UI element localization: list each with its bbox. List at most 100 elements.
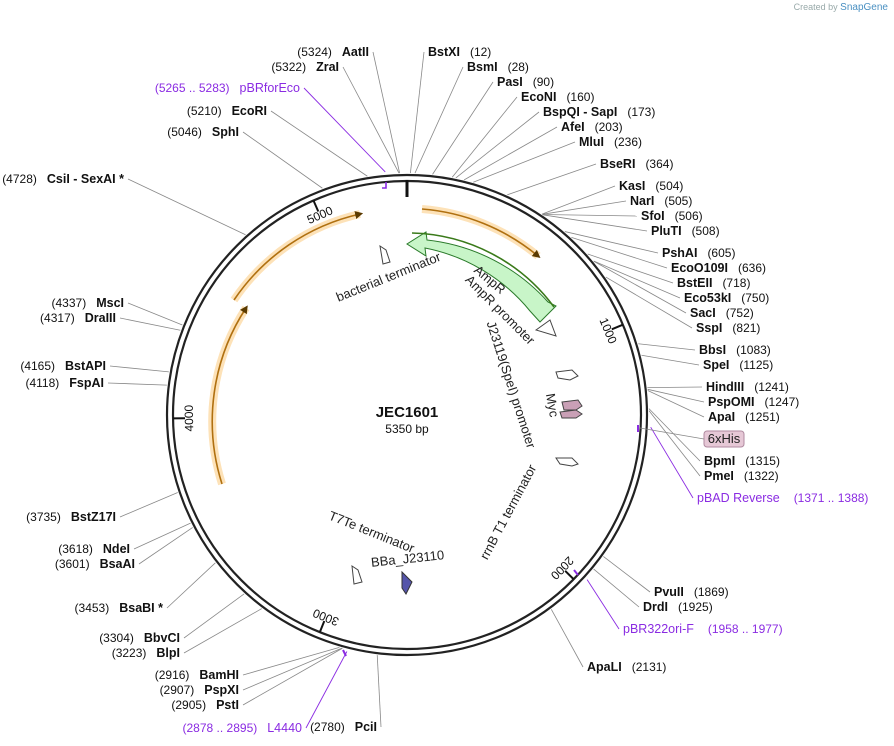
site-name: PshAI: [662, 246, 697, 260]
site-position: (3453): [75, 601, 110, 615]
tick-mark-2000: [564, 570, 575, 580]
leader-line: [242, 131, 323, 189]
restriction-site-label: BstEII(718): [677, 276, 750, 290]
site-name: BspQI - SapI: [543, 105, 617, 119]
site-name: PluTI: [651, 224, 682, 238]
primer-name: L4440: [267, 721, 302, 735]
site-name: CsiI - SexAI *: [47, 172, 124, 186]
site-position: (173): [627, 105, 655, 119]
site-position: (3223): [112, 646, 147, 660]
restriction-site-label: MluI(236): [579, 135, 642, 149]
restriction-site-label: KasI(504): [619, 179, 683, 193]
site-position: (3735): [26, 510, 61, 524]
site-name: SacI: [690, 306, 716, 320]
restriction-site-label: PspOMI(1247): [708, 395, 799, 409]
leader-line: [638, 343, 696, 351]
primer-name: pBR322ori-F: [623, 622, 694, 636]
site-position: (505): [664, 194, 692, 208]
site-name: NdeI: [103, 542, 130, 556]
leader-line: [410, 51, 425, 174]
site-name: BbvCI: [144, 631, 180, 645]
site-position: (1247): [765, 395, 800, 409]
primer-name: pBAD Reverse: [697, 491, 780, 505]
leader-line: [603, 556, 651, 593]
primer-mark-pbr322: [573, 569, 579, 576]
site-position: (1925): [678, 600, 713, 614]
site-position: (1869): [694, 585, 729, 599]
site-name: SfoI: [641, 209, 665, 223]
myc-tag-glyph: [561, 399, 583, 411]
leader-line: [119, 317, 181, 331]
leader-line: [109, 365, 169, 373]
leader-line: [647, 390, 705, 418]
primer-position: (5265 .. 5283): [155, 81, 230, 95]
site-position: (3618): [58, 542, 93, 556]
site-name: BsmI: [467, 60, 498, 74]
tick-label-1000: 1000: [596, 316, 619, 346]
leader-line: [376, 655, 382, 728]
leader-line: [541, 185, 616, 215]
leader-line: [342, 66, 400, 174]
tick-mark-1000: [611, 323, 624, 331]
his-tag-label: 6xHis: [708, 431, 741, 446]
leader-line: [270, 110, 368, 177]
site-name: DrdI: [643, 600, 668, 614]
site-position: (2916): [155, 668, 190, 682]
restriction-site-label: ApaLI(2131): [587, 660, 666, 674]
site-position: (821): [732, 321, 760, 335]
primer-position: (1371 .. 1388): [794, 491, 869, 505]
bba-j23110-glyph: [401, 570, 413, 595]
site-name: BseRI: [600, 157, 635, 171]
site-name: Eco53kI: [684, 291, 731, 305]
site-name: PstI: [216, 698, 239, 712]
site-position: (508): [692, 224, 720, 238]
site-name: BbsI: [699, 343, 726, 357]
primer-position: (2878 .. 2895): [183, 721, 258, 735]
restriction-site-label: (5210)EcoRI: [187, 104, 267, 118]
ampr-orf-line: [411, 232, 555, 308]
restriction-site-label: (4165)BstAPI: [20, 359, 106, 373]
primer-leader: [305, 651, 348, 729]
restriction-site-label: (5322)ZraI: [271, 60, 339, 74]
leader-line: [550, 609, 584, 668]
orf-arc-left-lower-line: [211, 305, 248, 485]
site-name: EcoO109I: [671, 261, 728, 275]
site-position: (4728): [2, 172, 37, 186]
tick-mark-5000: [312, 200, 320, 212]
site-position: (2907): [160, 683, 195, 697]
leader-line: [463, 126, 558, 181]
restriction-site-label: (3304)BbvCI: [99, 631, 180, 645]
restriction-site-label: BbsI(1083): [699, 343, 771, 357]
restriction-site-label: EcoNI (160): [521, 90, 594, 104]
site-position: (1315): [745, 454, 780, 468]
restriction-site-label: BpmI(1315): [704, 454, 780, 468]
leader-line: [242, 646, 340, 676]
site-position: (636): [738, 261, 766, 275]
site-position: (364): [645, 157, 673, 171]
restriction-site-label: PluTI (508): [651, 224, 720, 238]
restriction-site-label: HindIII(1241): [706, 380, 789, 394]
site-position: (506): [675, 209, 703, 223]
site-position: (1251): [745, 410, 780, 424]
leader-line: [542, 200, 627, 215]
snapgene-credit: Created by SnapGene: [793, 2, 888, 13]
site-position: (605): [707, 246, 735, 260]
leader-line: [473, 141, 576, 183]
restriction-site-label: SacI(752): [690, 306, 754, 320]
restriction-site-label: (4337)MscI: [52, 296, 124, 310]
site-name: HindIII: [706, 380, 744, 394]
leader-line: [166, 562, 216, 609]
site-position: (160): [566, 90, 594, 104]
primer-label: pBR322ori-F(1958 .. 1977): [623, 622, 783, 636]
rrnb-terminator-glyph: [555, 457, 579, 467]
restriction-site-label: PshAI (605): [662, 246, 735, 260]
backbone-outer: [165, 173, 649, 657]
primer-name: pBRforEco: [240, 81, 300, 95]
restriction-site-label: (3453)BsaBI *: [75, 601, 164, 615]
restriction-site-label: (3735)BstZ17I: [26, 510, 116, 524]
primer-label: (5265 .. 5283) pBRforEco: [155, 81, 300, 95]
site-name: EcoNI: [521, 90, 556, 104]
site-name: NarI: [630, 194, 654, 208]
site-name: KasI: [619, 179, 645, 193]
site-name: FspAI: [69, 376, 104, 390]
